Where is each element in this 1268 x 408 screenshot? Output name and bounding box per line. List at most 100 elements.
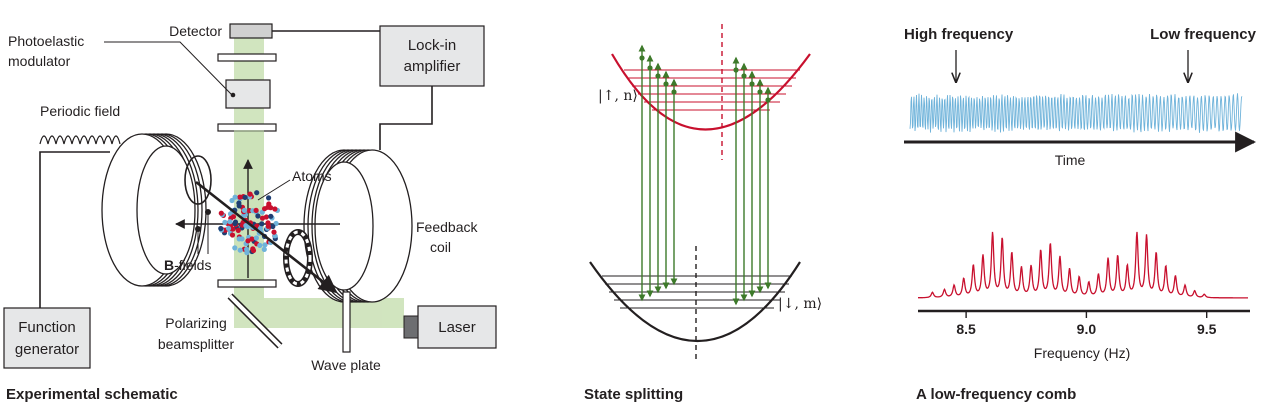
transition-arrows [638, 44, 772, 306]
atom-dot [245, 238, 251, 244]
atom-dot [266, 195, 272, 201]
atom-dot [229, 197, 235, 204]
lower-parabola [589, 261, 801, 343]
frequency-spectrum [918, 231, 1248, 299]
splitting-panel: |↑, n⟩ |↓, m⟩ State splitting [584, 24, 822, 403]
time-signal [909, 93, 1243, 133]
atom-dot [230, 226, 236, 232]
b-fields-label: B-fields [164, 257, 211, 273]
periodic-field-label: Periodic field [40, 103, 120, 119]
atom-dot [229, 232, 236, 238]
atom-dot [242, 194, 248, 200]
atom-dot [257, 225, 263, 232]
detector [229, 23, 273, 39]
atoms-leader [257, 179, 291, 201]
atom-dot [225, 225, 232, 231]
periodic-field-wave [39, 135, 121, 145]
atom-dot [241, 212, 247, 219]
atom-dot [253, 207, 259, 213]
atom-dot [263, 214, 269, 220]
photoelastic-label-line1: Photoelastic [8, 33, 84, 49]
atom-dot [273, 220, 279, 227]
function-label-line1: Function [18, 319, 76, 336]
x-tick-label: 8.5 [956, 321, 976, 337]
atom-dot [259, 221, 265, 227]
atom-dot [271, 229, 277, 235]
feedback-label-line2: coil [430, 239, 451, 255]
atom-dot [254, 190, 260, 196]
atom-dot [265, 204, 271, 210]
schematic-title: Experimental schematic [6, 386, 178, 403]
polarizer-upper [184, 155, 212, 205]
atom-dot [236, 203, 242, 209]
laser-label: Laser [438, 319, 476, 336]
left-coil [101, 133, 207, 287]
frequency-ticks: 8.5 9.0 9.5 [956, 311, 1217, 337]
feedback-coil [303, 149, 413, 303]
atom-dot [268, 213, 274, 219]
atoms-label: Atoms [292, 168, 332, 184]
atom-dot [227, 219, 233, 225]
atom-dot [222, 219, 228, 225]
atom-dot [247, 191, 253, 197]
atom-dot [270, 223, 276, 230]
atom-dot [261, 246, 267, 252]
transition-dot [671, 89, 677, 95]
atom-dot [232, 245, 238, 251]
atom-dot [237, 247, 243, 253]
frequency-axis-label: Frequency (Hz) [1034, 345, 1130, 361]
schematic-panel: Detector Lock-in amplifier Photoelastic … [3, 23, 497, 403]
detector-label: Detector [169, 23, 222, 39]
spectrum-trace [918, 231, 1248, 299]
probe-arrow [195, 180, 338, 294]
high-frequency-label: High frequency [904, 26, 1014, 43]
low-frequency-label: Low frequency [1150, 26, 1257, 43]
atom-dot [241, 207, 248, 213]
wave-plate-label: Wave plate [311, 357, 381, 373]
photoelastic-label-line2: modulator [8, 53, 71, 69]
atom-dot [235, 227, 241, 233]
upper-parabola [611, 53, 811, 131]
lower-levels [602, 275, 792, 309]
upper-state-label: |↑, n⟩ [598, 88, 638, 104]
transition-dot [655, 73, 661, 79]
time-signal-trace [909, 93, 1243, 133]
transition-dot [757, 89, 763, 95]
function-generator [3, 307, 91, 369]
x-tick-label: 9.0 [1077, 321, 1097, 337]
function-label-line2: generator [15, 341, 79, 358]
lockin-amplifier [379, 25, 485, 87]
b-fields-leaders [195, 209, 211, 254]
lower-window [217, 279, 277, 288]
atom-dot [243, 223, 249, 229]
x-tick-label: 9.5 [1197, 321, 1217, 337]
transition-dot [741, 73, 747, 79]
polarizing-label-line1: Polarizing [165, 315, 226, 331]
polarizing-label-line2: beamsplitter [158, 336, 235, 352]
feedback-label-line1: Feedback [416, 219, 478, 235]
transition-dot [733, 67, 739, 73]
laser [417, 305, 497, 349]
transition-dot [765, 97, 771, 103]
comb-title: A low-frequency comb [916, 386, 1076, 403]
atom-dot [249, 236, 255, 242]
atom-dot [262, 242, 268, 248]
transition-dot [639, 55, 645, 61]
atom-dot [244, 250, 250, 256]
transition-dot [647, 65, 653, 71]
atom-dot [255, 213, 261, 219]
atom-dot [272, 206, 278, 212]
lockin-label-line1: Lock-in [408, 37, 456, 54]
wave-plate [342, 291, 351, 353]
atom-dot [232, 194, 238, 200]
transition-dot [749, 81, 755, 87]
transition-dot [663, 81, 669, 87]
atom-dot [259, 215, 266, 221]
atom-dot [253, 235, 259, 241]
atom-dot [236, 236, 242, 242]
photoelastic-modulator [104, 41, 277, 132]
lower-state-label: |↓, m⟩ [778, 296, 822, 312]
splitting-title: State splitting [584, 386, 683, 403]
